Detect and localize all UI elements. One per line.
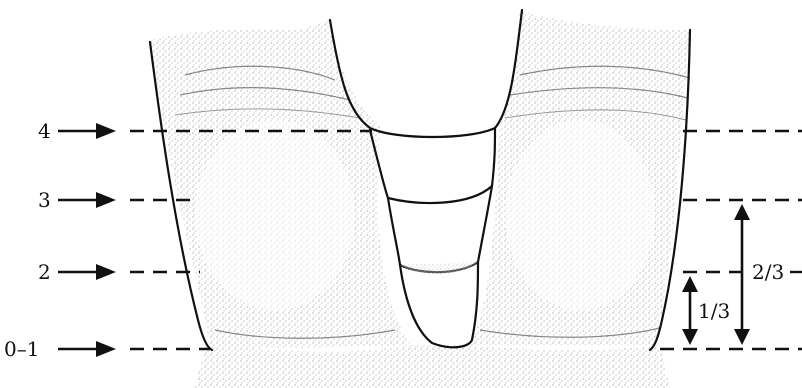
two-thirds-arrow-up-icon: [734, 204, 750, 220]
one-third-arrow-up-icon: [682, 276, 698, 292]
level-4-marker: 4: [38, 119, 116, 143]
left-inner-outline: [330, 10, 522, 137]
level-0-1-label: 0–1: [4, 337, 39, 361]
one-third-arrow-down-icon: [682, 329, 698, 345]
level-2-marker: 2: [38, 260, 116, 284]
level-0-1-marker: 0–1: [4, 337, 116, 361]
left-root: [150, 20, 410, 350]
level-3-marker: 3: [38, 188, 116, 212]
two-thirds-arrow-down-icon: [734, 329, 750, 345]
one-third-measure: 1/3: [682, 276, 730, 345]
level-0-1-arrow-icon: [96, 341, 116, 357]
one-third-label: 1/3: [698, 299, 730, 323]
furcation-loop-1: [400, 262, 478, 347]
right-root: [470, 10, 690, 345]
level-4-label: 4: [38, 119, 51, 143]
furcation-loop-2: [388, 186, 492, 272]
furcation-loop-3: [370, 128, 495, 203]
level-2-arrow-icon: [96, 264, 116, 280]
level-2-label: 2: [38, 260, 51, 284]
two-thirds-measure: 2/3: [734, 204, 784, 345]
level-4-arrow-icon: [96, 123, 116, 139]
furcation-floor: [195, 345, 670, 388]
two-thirds-label: 2/3: [752, 260, 784, 284]
level-3-arrow-icon: [96, 192, 116, 208]
level-3-label: 3: [38, 188, 51, 212]
